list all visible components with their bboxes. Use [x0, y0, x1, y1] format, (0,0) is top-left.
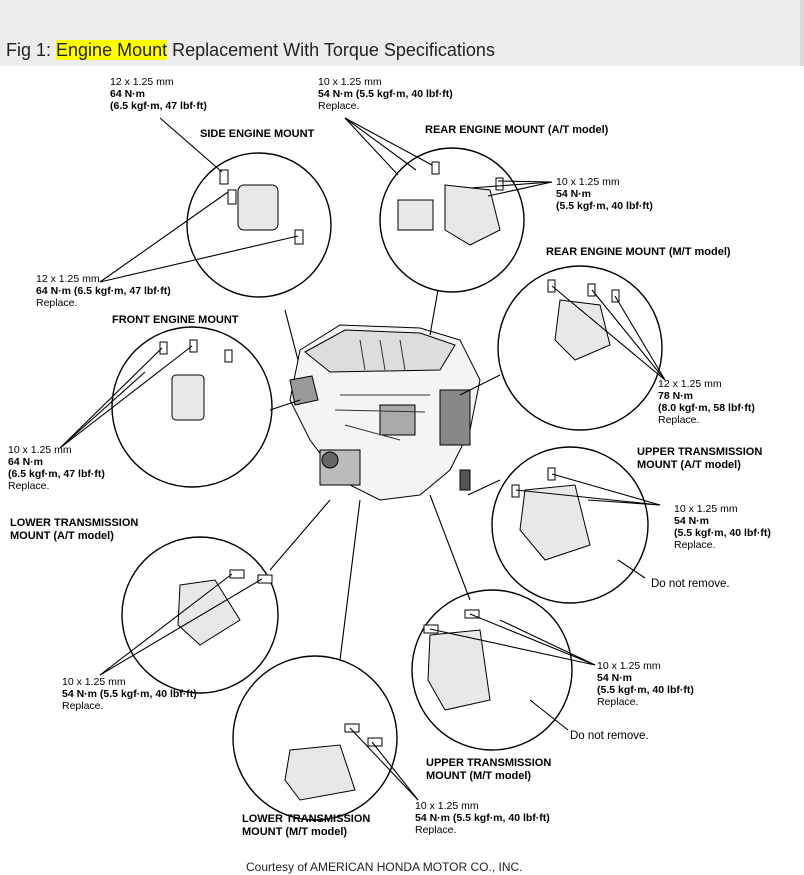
front-mount-circle — [111, 326, 273, 488]
front-mount-title: FRONT ENGINE MOUNT — [112, 314, 239, 326]
upper-at-mount-circle — [491, 446, 649, 604]
search-highlight: Engine Mount — [56, 40, 168, 60]
lower-at-mount-circle — [121, 536, 279, 694]
lower-mt-mount-circle — [232, 655, 398, 821]
upper-mt-note: Do not remove. — [570, 730, 649, 742]
rear-mt-mount-circle — [497, 265, 663, 431]
side-mount-circle — [186, 152, 332, 298]
engine-assembly — [289, 324, 481, 501]
figure-title: Fig 1: Engine Mount Replacement With Tor… — [6, 40, 495, 60]
upper-mt-mount-circle — [411, 589, 573, 751]
engine-mount-diagram — [59, 117, 666, 821]
side-mount-title: SIDE ENGINE MOUNT — [200, 128, 315, 140]
rear-mt-mount-title: REAR ENGINE MOUNT (M/T model) — [546, 246, 731, 258]
rear-at-mount-title: REAR ENGINE MOUNT (A/T model) — [425, 124, 609, 136]
rear-at-mount-circle — [379, 147, 525, 293]
figure-header: Fig 1: Engine Mount Replacement With Tor… — [0, 0, 804, 66]
upper-at-note: Do not remove. — [651, 578, 730, 590]
courtesy-credit: Courtesy of AMERICAN HONDA MOTOR CO., IN… — [246, 860, 523, 874]
